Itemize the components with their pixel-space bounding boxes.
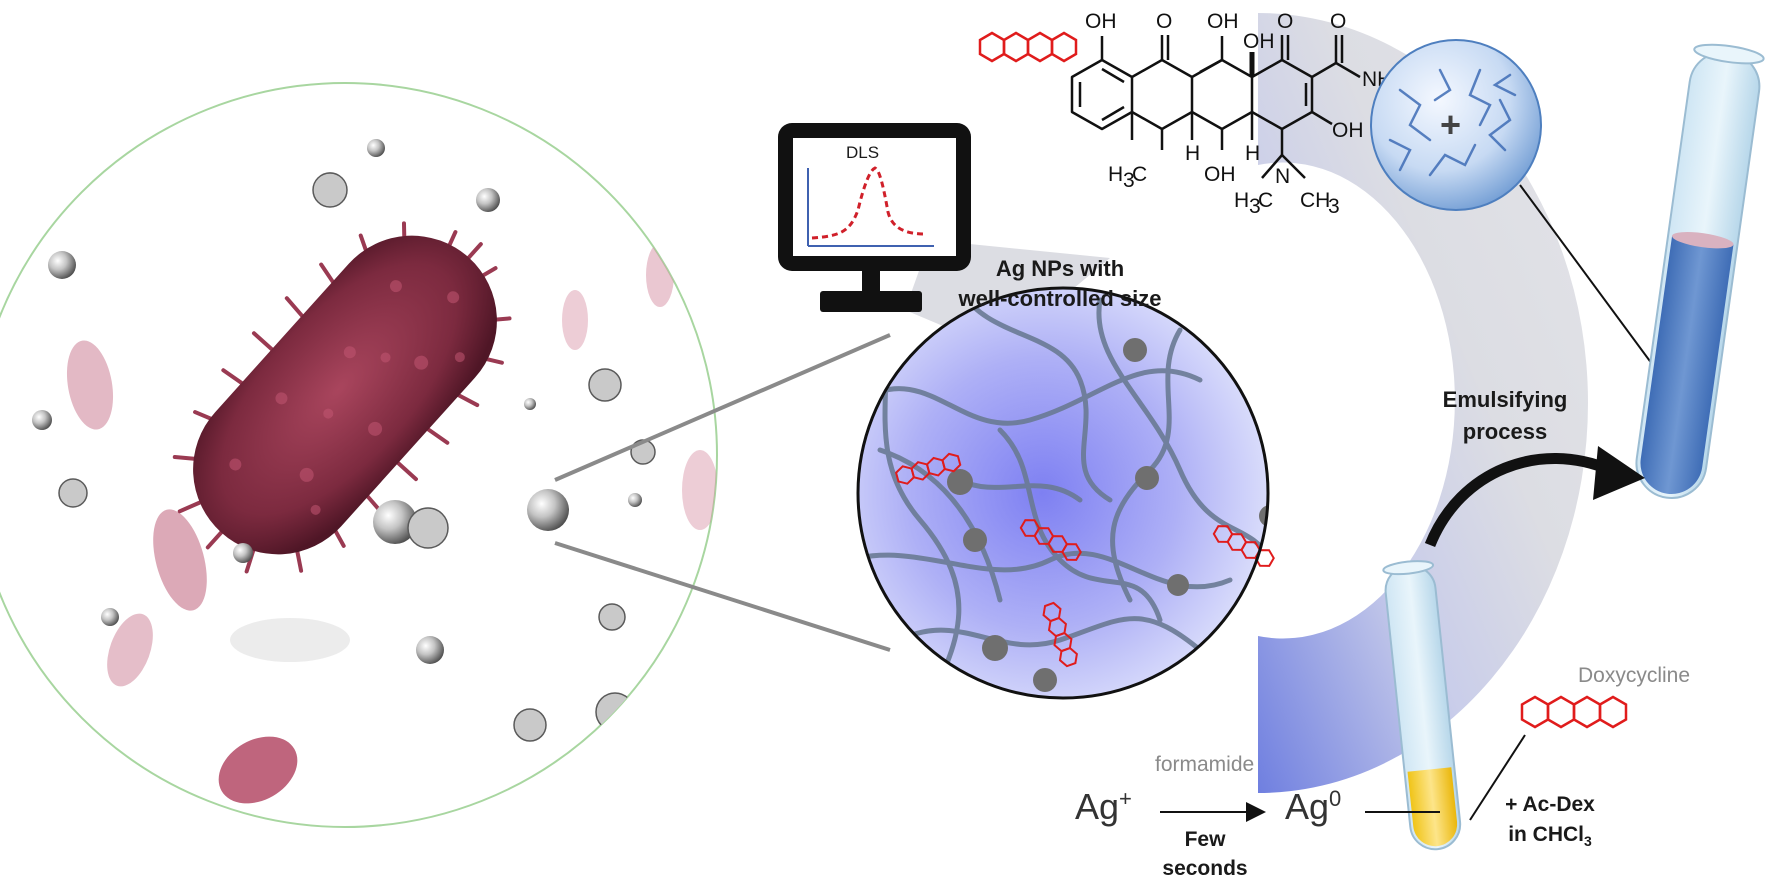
dls-label: DLS [846, 143, 880, 162]
svg-text:H: H [1185, 142, 1200, 165]
emulsifying-label: Emulsifying process [1410, 384, 1600, 448]
emulsifying-arrow [1424, 453, 1613, 548]
svg-text:OH: OH [1085, 10, 1117, 33]
ag-plus-base: Ag [1075, 786, 1120, 827]
ag-nps-line1: Ag NPs with [995, 256, 1125, 281]
bacterium-blur [682, 450, 717, 530]
svg-text:H: H [1234, 189, 1249, 212]
few-line2: seconds [1162, 857, 1248, 880]
doxycycline-in-gel [894, 452, 1275, 668]
gel-silver-particles [947, 338, 1268, 692]
ag-zero-sup: 0 [1329, 786, 1342, 811]
svg-text:C: C [1258, 189, 1273, 212]
ag-plus-sup: + [1119, 786, 1132, 811]
doxycycline-pointer-line [1469, 734, 1526, 821]
emulsifying-arrowhead [1593, 446, 1645, 500]
bacterium-blur [218, 736, 298, 804]
small-test-tube [1382, 560, 1462, 851]
zoom-line-top [554, 333, 891, 482]
acdex-line1: + Ac-Dex [1505, 793, 1595, 816]
plus-icon: + [1440, 104, 1461, 145]
svg-text:N: N [1275, 165, 1290, 188]
formamide-label: formamide [1155, 753, 1255, 776]
doxycycline-icon-bottom [1520, 695, 1628, 729]
bacterium-blur [153, 509, 207, 611]
svg-text:3: 3 [1123, 169, 1135, 192]
ag-nps-line2: well-controlled size [958, 286, 1162, 311]
svg-text:H: H [1245, 142, 1260, 165]
bacterium-blur [646, 243, 674, 307]
svg-text:OH: OH [1207, 10, 1239, 33]
ag-nps-label: Ag NPs with well-controlled size [930, 254, 1190, 314]
acdex-line2: in CHCl3 [1485, 820, 1615, 856]
acdex-label: + Ac-Dex in CHCl3 [1485, 790, 1615, 856]
svg-text:C: C [1132, 163, 1147, 186]
few-line1: Few [1184, 828, 1226, 851]
molecule-labels: OH O OH O O OH NH 2 OH H H H 3 C OH N H … [1085, 10, 1408, 218]
emulsifying-line2: process [1462, 419, 1548, 444]
bacterium-blur [562, 290, 588, 350]
acdex-line2-prefix: in CHCl [1508, 823, 1585, 846]
ag-zero-base: Ag [1285, 786, 1330, 827]
micelle-pointer-line [1519, 184, 1656, 369]
bacterium-bubble [0, 82, 718, 828]
doxycycline-icon-top [978, 31, 1078, 63]
shadow-blur [230, 618, 350, 662]
emulsifying-line1: Emulsifying [1442, 387, 1568, 412]
large-test-tube [1635, 43, 1765, 500]
bacterium-blur [66, 340, 114, 430]
svg-text:OH: OH [1204, 163, 1236, 186]
few-seconds-label: Few seconds [1140, 825, 1270, 883]
svg-text:OH: OH [1332, 119, 1364, 142]
bacterium-blur [107, 613, 153, 687]
gel-bubble [856, 286, 1275, 700]
bacterium [172, 221, 512, 574]
zoom-line-bottom [554, 541, 891, 652]
doxycycline-structure [1070, 35, 1361, 179]
svg-text:OH: OH [1243, 30, 1275, 53]
dls-curve [811, 166, 926, 240]
micelle-sphere: + [1370, 39, 1542, 211]
dls-monitor-icon [778, 123, 971, 312]
svg-text:O: O [1277, 10, 1293, 33]
svg-text:3: 3 [1328, 195, 1340, 218]
svg-text:O: O [1156, 10, 1172, 33]
svg-text:3: 3 [1249, 195, 1261, 218]
ag-zero-label: Ag0 [1285, 786, 1341, 828]
acdex-line2-sub: 3 [1584, 833, 1592, 850]
svg-text:CH: CH [1300, 189, 1330, 212]
svg-text:H: H [1108, 163, 1123, 186]
doxycycline-label: Doxycycline [1578, 664, 1691, 687]
svg-text:O: O [1330, 10, 1346, 33]
ag-plus-label: Ag+ [1075, 786, 1132, 828]
process-ring [1258, 13, 1588, 793]
